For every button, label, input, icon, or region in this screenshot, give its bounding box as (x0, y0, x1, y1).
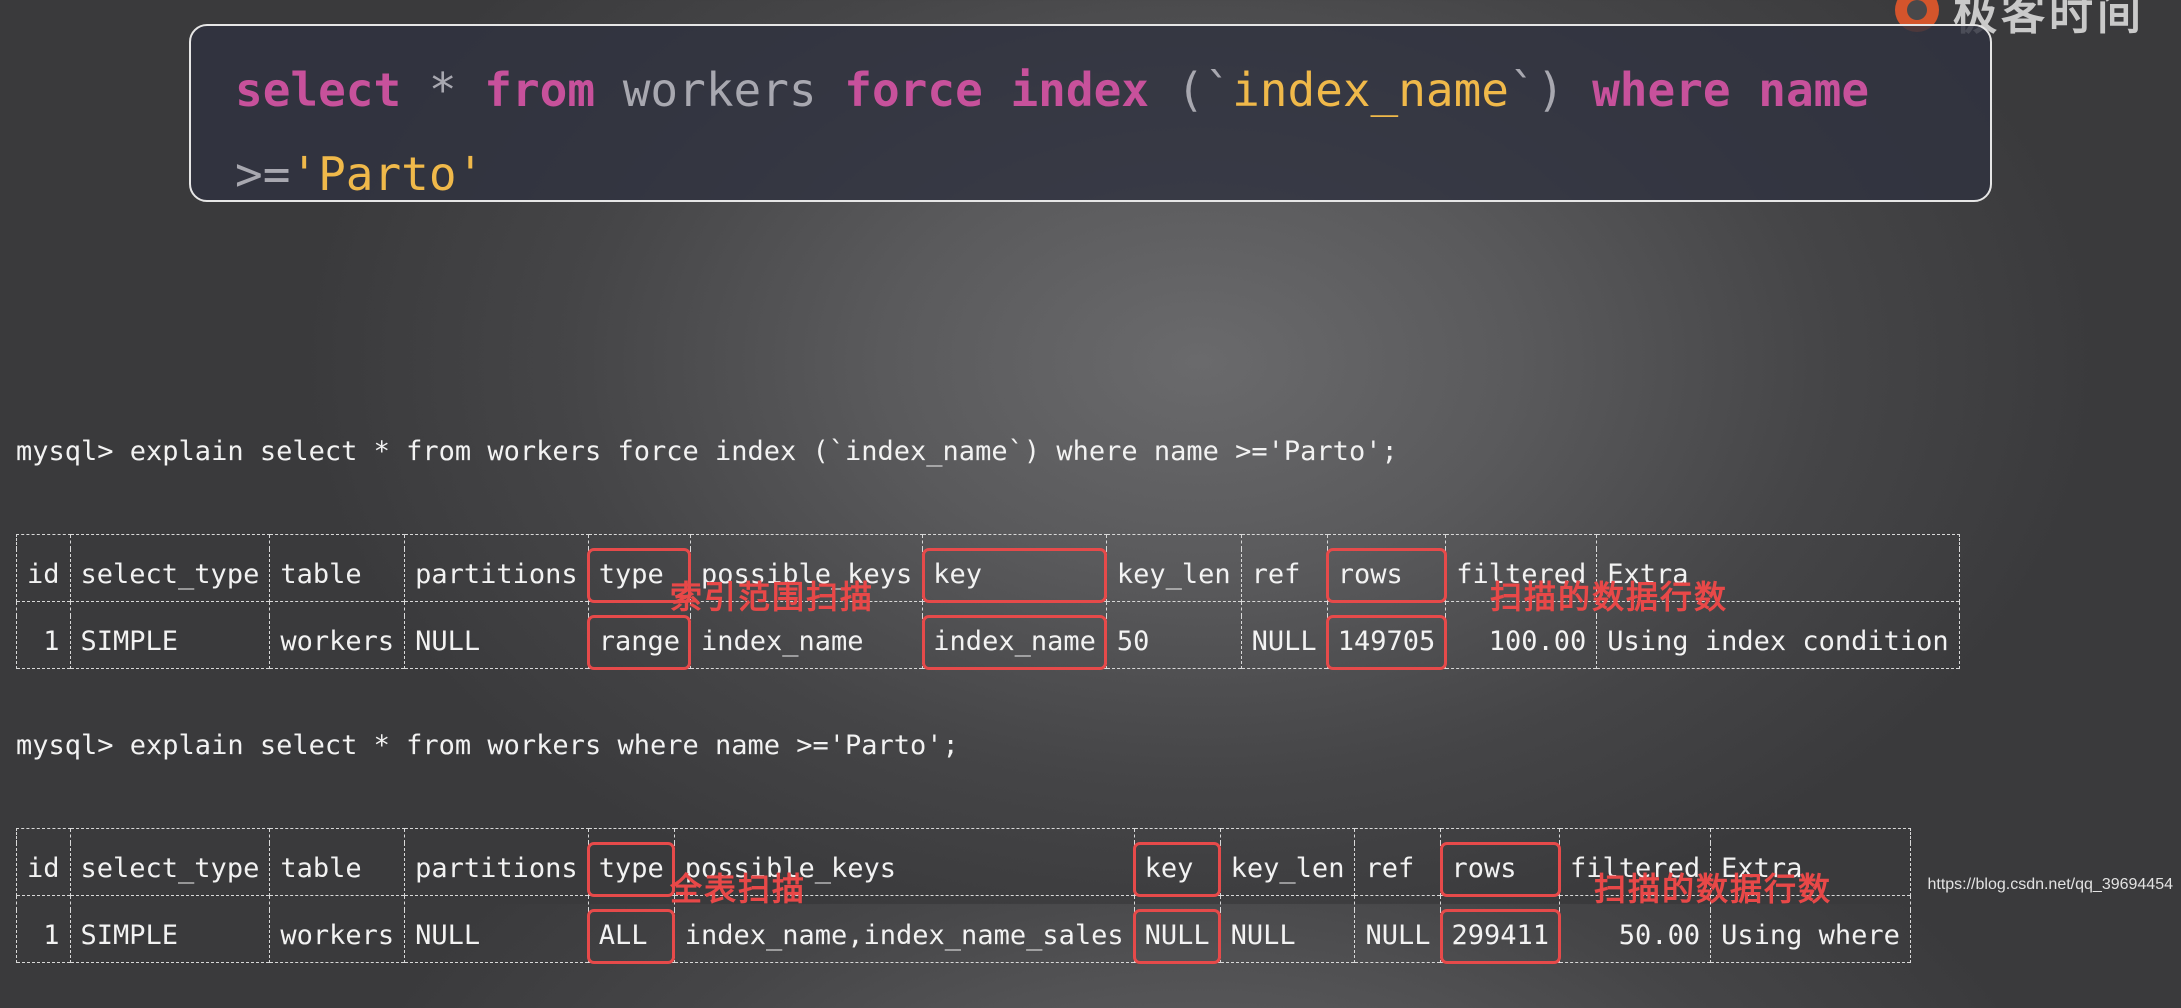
header-cell-type: type (587, 842, 676, 897)
terminal-query-2: mysql> explain select * from workers whe… (16, 664, 1911, 1008)
code-token: where (1592, 63, 1731, 117)
cell-table: workers (269, 616, 405, 669)
header-cell: table (269, 549, 405, 602)
cell-filtered: 50.00 (1559, 910, 1711, 963)
code-token: 'Parto' (290, 147, 485, 201)
table-border (16, 962, 1911, 977)
header-cell: possible_keys (689, 549, 923, 602)
cell-partitions: NULL (404, 616, 589, 669)
header-cell-type: type (587, 548, 692, 603)
header-cell: possible_keys (673, 843, 1135, 896)
code-token: * (401, 63, 485, 117)
query-2-prompt: mysql> explain select * from workers whe… (16, 730, 959, 761)
annotation-range-scan: 索引范围扫描 (670, 578, 875, 616)
cell-possible-keys: index_name (689, 616, 923, 669)
header-cell: ref (1354, 843, 1441, 896)
cell-rows: 299411 (1439, 909, 1561, 964)
code-token: index (1010, 63, 1149, 117)
code-token: (` (1148, 63, 1233, 117)
code-token: index_name (1232, 63, 1510, 117)
table-header-row: id select_type table partitions type pos… (16, 548, 1960, 603)
header-cell: id (16, 549, 71, 602)
cell-filtered: 100.00 (1445, 616, 1597, 669)
watermark-url: https://blog.csdn.net/qq_39694454 (1927, 876, 2173, 893)
cell-key-len: 50 (1105, 616, 1242, 669)
header-cell: id (16, 843, 71, 896)
header-cell-rows: rows (1439, 842, 1561, 897)
query-1-prompt: mysql> explain select * from workers for… (16, 436, 1398, 467)
header-cell: select_type (69, 843, 270, 896)
header-cell: key_len (1219, 843, 1355, 896)
cell-extra: Using where (1710, 910, 1911, 963)
header-cell: filtered (1559, 843, 1711, 896)
header-cell-rows: rows (1326, 548, 1447, 603)
cell-id: 1 (16, 910, 71, 963)
code-token: `) (1509, 63, 1593, 117)
header-cell: partitions (404, 549, 589, 602)
header-cell: Extra (1596, 549, 1960, 602)
code-line-2: >='Parto' (235, 132, 1990, 201)
header-cell: key_len (1105, 549, 1242, 602)
cell-type: range (587, 615, 692, 670)
cell-ref: NULL (1354, 910, 1441, 963)
cell-key-len: NULL (1219, 910, 1355, 963)
cell-select-type: SIMPLE (69, 910, 270, 963)
header-cell: ref (1240, 549, 1328, 602)
table-border (16, 668, 1960, 683)
terminal-query-1: mysql> explain select * from workers for… (16, 370, 1960, 714)
table-row: 1 SIMPLE workers NULL ALL index_name,ind… (16, 909, 1911, 964)
cell-select-type: SIMPLE (69, 616, 270, 669)
code-token: force (844, 63, 983, 117)
cell-ref: NULL (1240, 616, 1328, 669)
code-token: select (235, 63, 402, 117)
header-cell: Extra (1710, 843, 1911, 896)
table-border (16, 601, 1960, 616)
header-cell-key: key (921, 548, 1108, 603)
cell-rows: 149705 (1326, 615, 1447, 670)
cell-possible-keys: index_name,index_name_sales (673, 910, 1135, 963)
table-row: 1 SIMPLE workers NULL range index_name i… (16, 615, 1960, 670)
cell-key: NULL (1133, 909, 1222, 964)
cell-table: workers (269, 910, 405, 963)
table-border (16, 828, 1911, 843)
code-token: from (484, 63, 596, 117)
explain-table-1: id select_type table partitions type pos… (16, 534, 1960, 683)
table-header-row: id select_type table partitions type pos… (16, 842, 1911, 897)
annotation-rows-scanned-2: 扫描的数据行数 (1594, 870, 1833, 908)
cell-key: index_name (921, 615, 1108, 670)
annotation-full-scan: 全表扫描 (670, 870, 807, 908)
header-cell: filtered (1445, 549, 1597, 602)
cell-partitions: NULL (404, 910, 589, 963)
annotation-rows-scanned-1: 扫描的数据行数 (1490, 578, 1729, 616)
cell-type: ALL (587, 909, 676, 964)
sql-code-block: select * from workers force index (`inde… (189, 24, 1992, 202)
header-cell-key: key (1133, 842, 1222, 897)
cell-extra: Using index condition (1596, 616, 1960, 669)
code-token: workers (595, 63, 845, 117)
header-cell: select_type (69, 549, 270, 602)
code-token: name (1730, 63, 1870, 117)
header-cell: table (269, 843, 405, 896)
header-cell: partitions (404, 843, 589, 896)
code-token: >= (235, 147, 291, 201)
table-border (16, 534, 1960, 549)
cell-id: 1 (16, 616, 71, 669)
code-line-1: select * from workers force index (`inde… (235, 48, 1990, 132)
code-token (983, 63, 1011, 117)
